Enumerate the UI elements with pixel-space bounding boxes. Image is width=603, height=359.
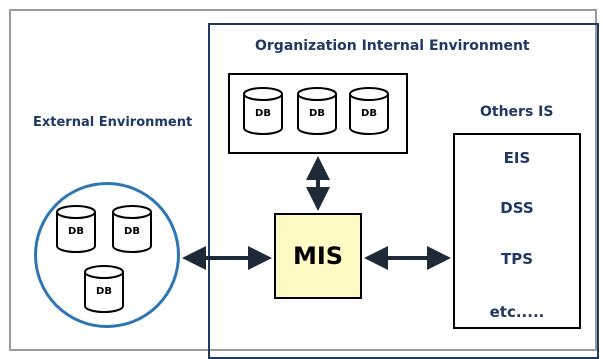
internal-environment-title: Organization Internal Environment [255, 38, 530, 54]
others-item-etc: etc..... [489, 303, 545, 321]
database-label: DB [68, 226, 84, 237]
outer-frame [9, 9, 597, 351]
database-label: DB [124, 226, 140, 237]
database-icon: DB [111, 205, 153, 253]
database-label: DB [361, 108, 377, 119]
database-label: DB [255, 108, 271, 119]
external-database-circle: DB DB DB [34, 182, 180, 328]
internal-database-group: DB DB DB [228, 73, 408, 154]
database-icon: DB [55, 205, 97, 253]
others-is-title: Others IS [480, 104, 554, 120]
database-label: DB [96, 286, 112, 297]
external-environment-title: External Environment [33, 115, 193, 130]
internal-environment-frame [208, 23, 599, 359]
others-is-box: EIS DSS TPS etc..... [453, 133, 581, 329]
others-item-tps: TPS [500, 250, 534, 268]
database-icon: DB [242, 87, 284, 135]
others-item-dss: DSS [500, 199, 534, 217]
mis-box: MIS [274, 213, 362, 299]
mis-label: MIS [292, 242, 344, 270]
database-label: DB [309, 108, 325, 119]
database-icon: DB [83, 265, 125, 313]
database-icon: DB [348, 87, 390, 135]
database-icon: DB [296, 87, 338, 135]
others-item-eis: EIS [503, 149, 531, 167]
